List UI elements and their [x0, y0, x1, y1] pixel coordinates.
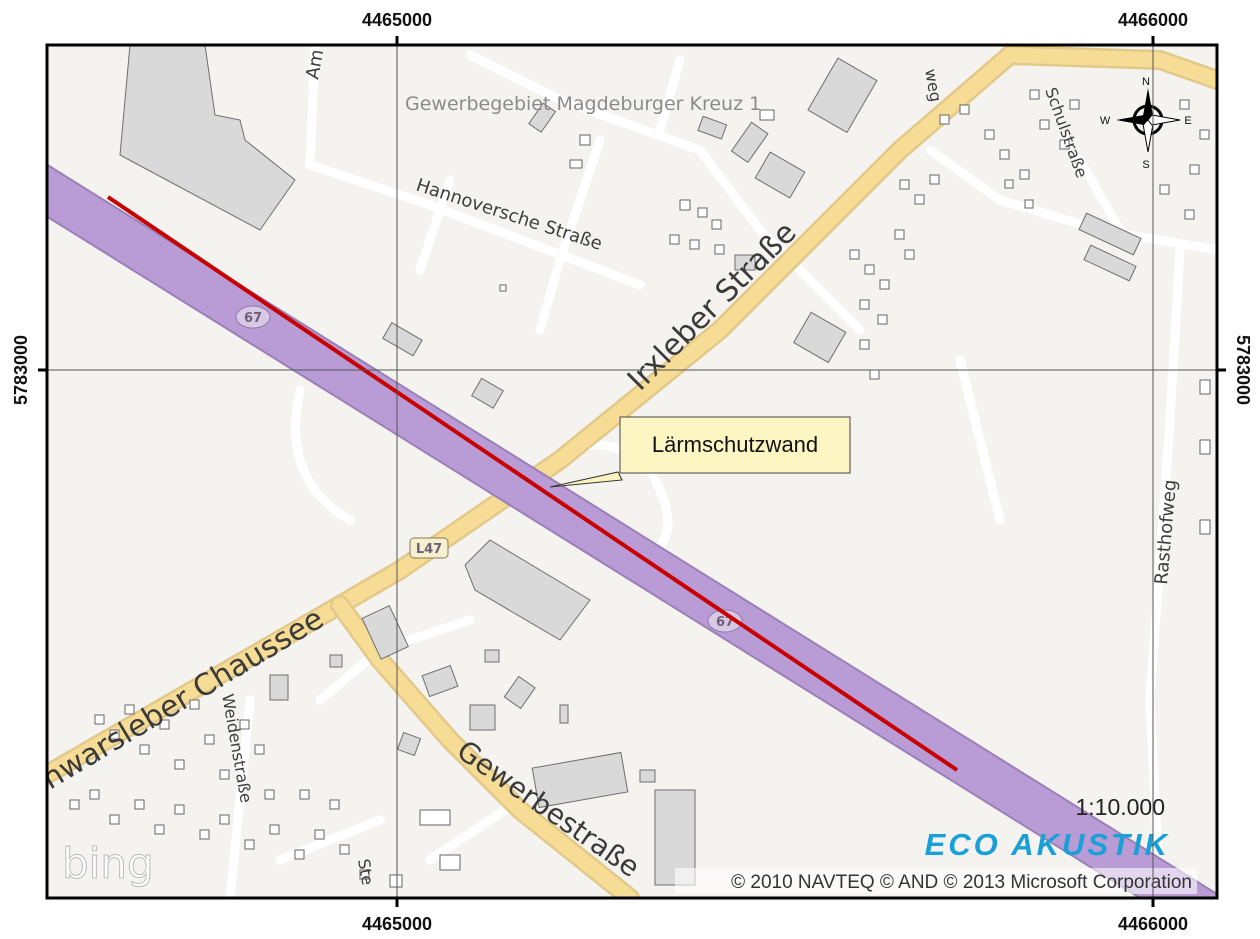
compass-icon: N E S W	[1100, 76, 1192, 171]
motorway-a67	[47, 163, 1217, 898]
copyright-backdrop	[675, 868, 1197, 894]
svg-text:67: 67	[244, 311, 262, 326]
label-am: Am	[302, 48, 328, 81]
coord-bottom-right: 4466000	[1118, 914, 1188, 934]
shield-l47: L47	[409, 537, 449, 559]
map-frame	[45, 43, 1219, 900]
coord-top-left: 4465000	[362, 10, 432, 30]
scale-label: 1:10.000	[1075, 794, 1165, 820]
noise-barrier-line	[106, 195, 959, 772]
callout-laermschutzwand: Lärmschutzwand	[549, 416, 851, 488]
small-houses	[69, 89, 1211, 888]
callout-label: Lärmschutzwand	[652, 432, 818, 457]
frame-ticks	[38, 36, 1226, 907]
coord-bottom-left: 4465000	[362, 914, 432, 934]
compass-w: W	[1100, 115, 1111, 127]
label-ste: Ste	[354, 857, 377, 886]
minor-streets	[225, 45, 1217, 898]
eco-akustik-logo: ECO AKUSTIK	[925, 827, 1170, 862]
coord-left: 5783000	[11, 335, 31, 405]
compass-n: N	[1142, 76, 1150, 88]
copyright-text: © 2010 NAVTEQ © AND © 2013 Microsoft Cor…	[731, 872, 1192, 893]
secondary-roads	[47, 45, 1217, 898]
area-label: Gewerbegebiet Magdeburger Kreuz 1	[405, 93, 761, 115]
shield-a67-upper: 67	[235, 305, 271, 329]
bing-logo: bing	[62, 839, 154, 888]
compass-e: E	[1184, 115, 1191, 127]
compass-s: S	[1142, 159, 1149, 171]
svg-text:L47: L47	[416, 542, 442, 557]
grid-lines	[47, 45, 1217, 898]
coord-right: 5783000	[1233, 335, 1253, 405]
map-content: Gewerbegebiet Magdeburger Kreuz 1 Hannov…	[47, 45, 1217, 898]
coord-top-right: 4466000	[1118, 10, 1188, 30]
